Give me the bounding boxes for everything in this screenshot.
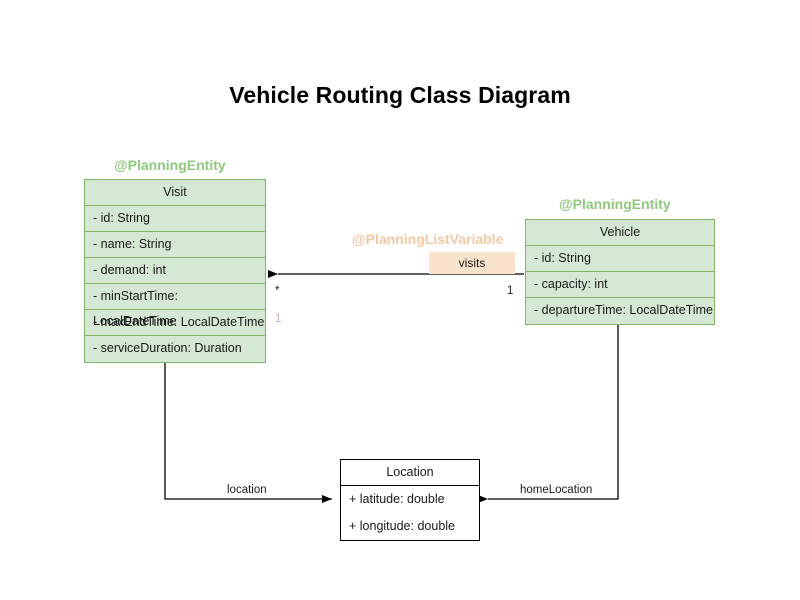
stereotype-vehicle: @PlanningEntity xyxy=(559,196,671,212)
class-name-location: Location xyxy=(341,460,479,486)
class-attribute: - maxEndTime: LocalDateTime xyxy=(85,310,265,336)
connector-visit-to-location xyxy=(164,363,332,503)
class-attribute: - serviceDuration: Duration xyxy=(93,341,242,355)
class-box-visit[interactable]: Visit - id: String - name: String - dema… xyxy=(84,179,266,363)
edge-label-location: location xyxy=(224,484,270,496)
badge-visits[interactable]: visits xyxy=(429,252,515,274)
class-attribute: - id: String xyxy=(526,246,714,272)
connector-vehicle-to-location xyxy=(478,323,619,503)
class-attribute: - demand: int xyxy=(85,258,265,284)
class-box-location[interactable]: Location + latitude: double + longitude:… xyxy=(340,459,480,541)
class-attribute: - id: String xyxy=(85,206,265,232)
edge-label-home-location: homeLocation xyxy=(517,484,596,496)
class-attribute: - minStartTime: LocalDateTime xyxy=(85,284,265,328)
class-name-visit: Visit xyxy=(85,180,265,206)
page-title: Vehicle Routing Class Diagram xyxy=(229,82,571,108)
multiplicity-visit-side-alt: 1 xyxy=(275,313,282,325)
class-name-vehicle: Vehicle xyxy=(526,220,714,246)
class-attribute: - departureTime: LocalDateTime xyxy=(534,303,714,317)
class-attribute: - capacity: int xyxy=(526,272,714,298)
stereotype-planning-list-variable: @PlanningListVariable xyxy=(352,231,504,247)
multiplicity-vehicle-side: 1 xyxy=(507,285,514,297)
class-attribute: + longitude: double xyxy=(349,519,455,533)
multiplicity-visit-side: * xyxy=(275,285,280,297)
stereotype-visit: @PlanningEntity xyxy=(114,157,226,173)
class-attribute: + latitude: double xyxy=(349,492,445,506)
class-box-vehicle[interactable]: Vehicle - id: String - capacity: int - d… xyxy=(525,219,715,325)
class-attribute: - name: String xyxy=(85,232,265,258)
